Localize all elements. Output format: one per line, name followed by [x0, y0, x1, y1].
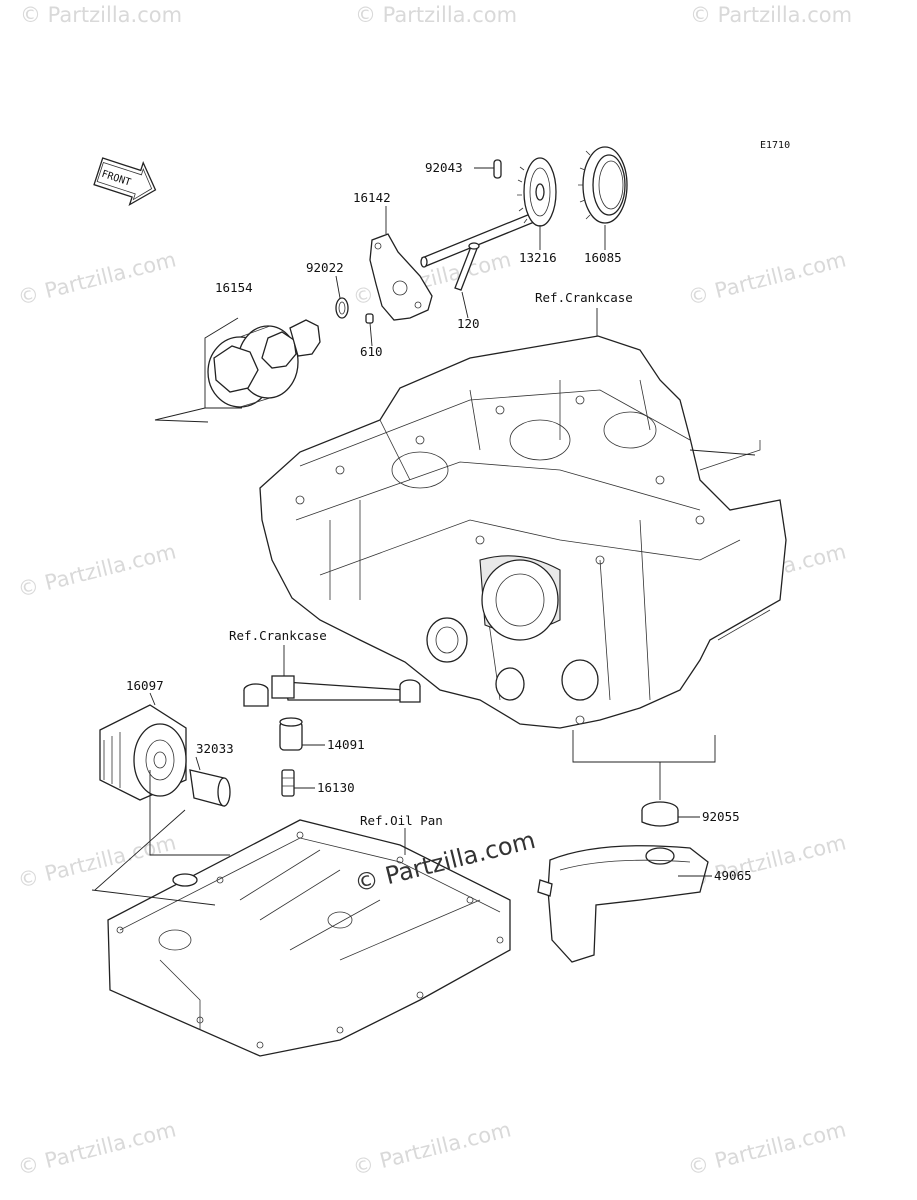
oil-pan: [107, 819, 511, 1057]
part-label-92022[interactable]: 92022: [306, 260, 344, 275]
watermark: © Partzilla.com: [355, 3, 517, 27]
part-label-92043[interactable]: 92043: [425, 160, 463, 175]
leader-lines: [91, 167, 756, 906]
watermark: © Partzilla.com: [685, 247, 848, 309]
part-label-16097[interactable]: 16097: [126, 678, 164, 693]
watermark: © Partzilla.com: [685, 830, 848, 892]
part-label-120[interactable]: 120: [457, 316, 480, 331]
part-label-13216[interactable]: 13216: [519, 250, 557, 265]
front-arrow-icon: FRONT: [93, 157, 157, 207]
part-label-32033[interactable]: 32033: [196, 741, 234, 756]
watermark: © Partzilla.com: [15, 539, 178, 601]
part-label-49065[interactable]: 49065: [714, 868, 752, 883]
watermark: © Partzilla.com: [20, 3, 182, 27]
part-label-14091[interactable]: 14091: [327, 737, 365, 752]
oil-pump-shaft-group: [335, 146, 628, 324]
part-label-16130[interactable]: 16130: [317, 780, 355, 795]
ref-crankcase-left: Ref.Crankcase: [229, 628, 327, 643]
crankcase: [259, 335, 787, 729]
watermark: © Partzilla.com: [15, 830, 178, 892]
part-label-16085[interactable]: 16085: [584, 250, 622, 265]
watermark: © Partzilla.com: [15, 1117, 178, 1179]
oil-pipe-group: [243, 675, 421, 797]
ref-oil-pan: Ref.Oil Pan: [360, 813, 443, 828]
part-label-610[interactable]: 610: [360, 344, 383, 359]
watermark: © Partzilla.com: [350, 1117, 513, 1179]
ref-crankcase-top: Ref.Crankcase: [535, 290, 633, 305]
gear-16085: [578, 146, 628, 224]
rotor-16154: [154, 317, 321, 423]
strainer-group: [537, 801, 709, 963]
watermark: © Partzilla.com: [15, 247, 178, 309]
part-label-16154[interactable]: 16154: [215, 280, 253, 295]
part-labels: 92043 16142 13216 16085 92022 16154 120 …: [126, 160, 752, 883]
watermark: © Partzilla.com: [690, 3, 852, 27]
oil-filter-group: [99, 704, 231, 807]
diagram-code: E1710: [760, 140, 790, 151]
pump-gear: [517, 157, 557, 227]
watermark: © Partzilla.com: [685, 1117, 848, 1179]
part-label-16142[interactable]: 16142: [353, 190, 391, 205]
part-label-92055[interactable]: 92055: [702, 809, 740, 824]
